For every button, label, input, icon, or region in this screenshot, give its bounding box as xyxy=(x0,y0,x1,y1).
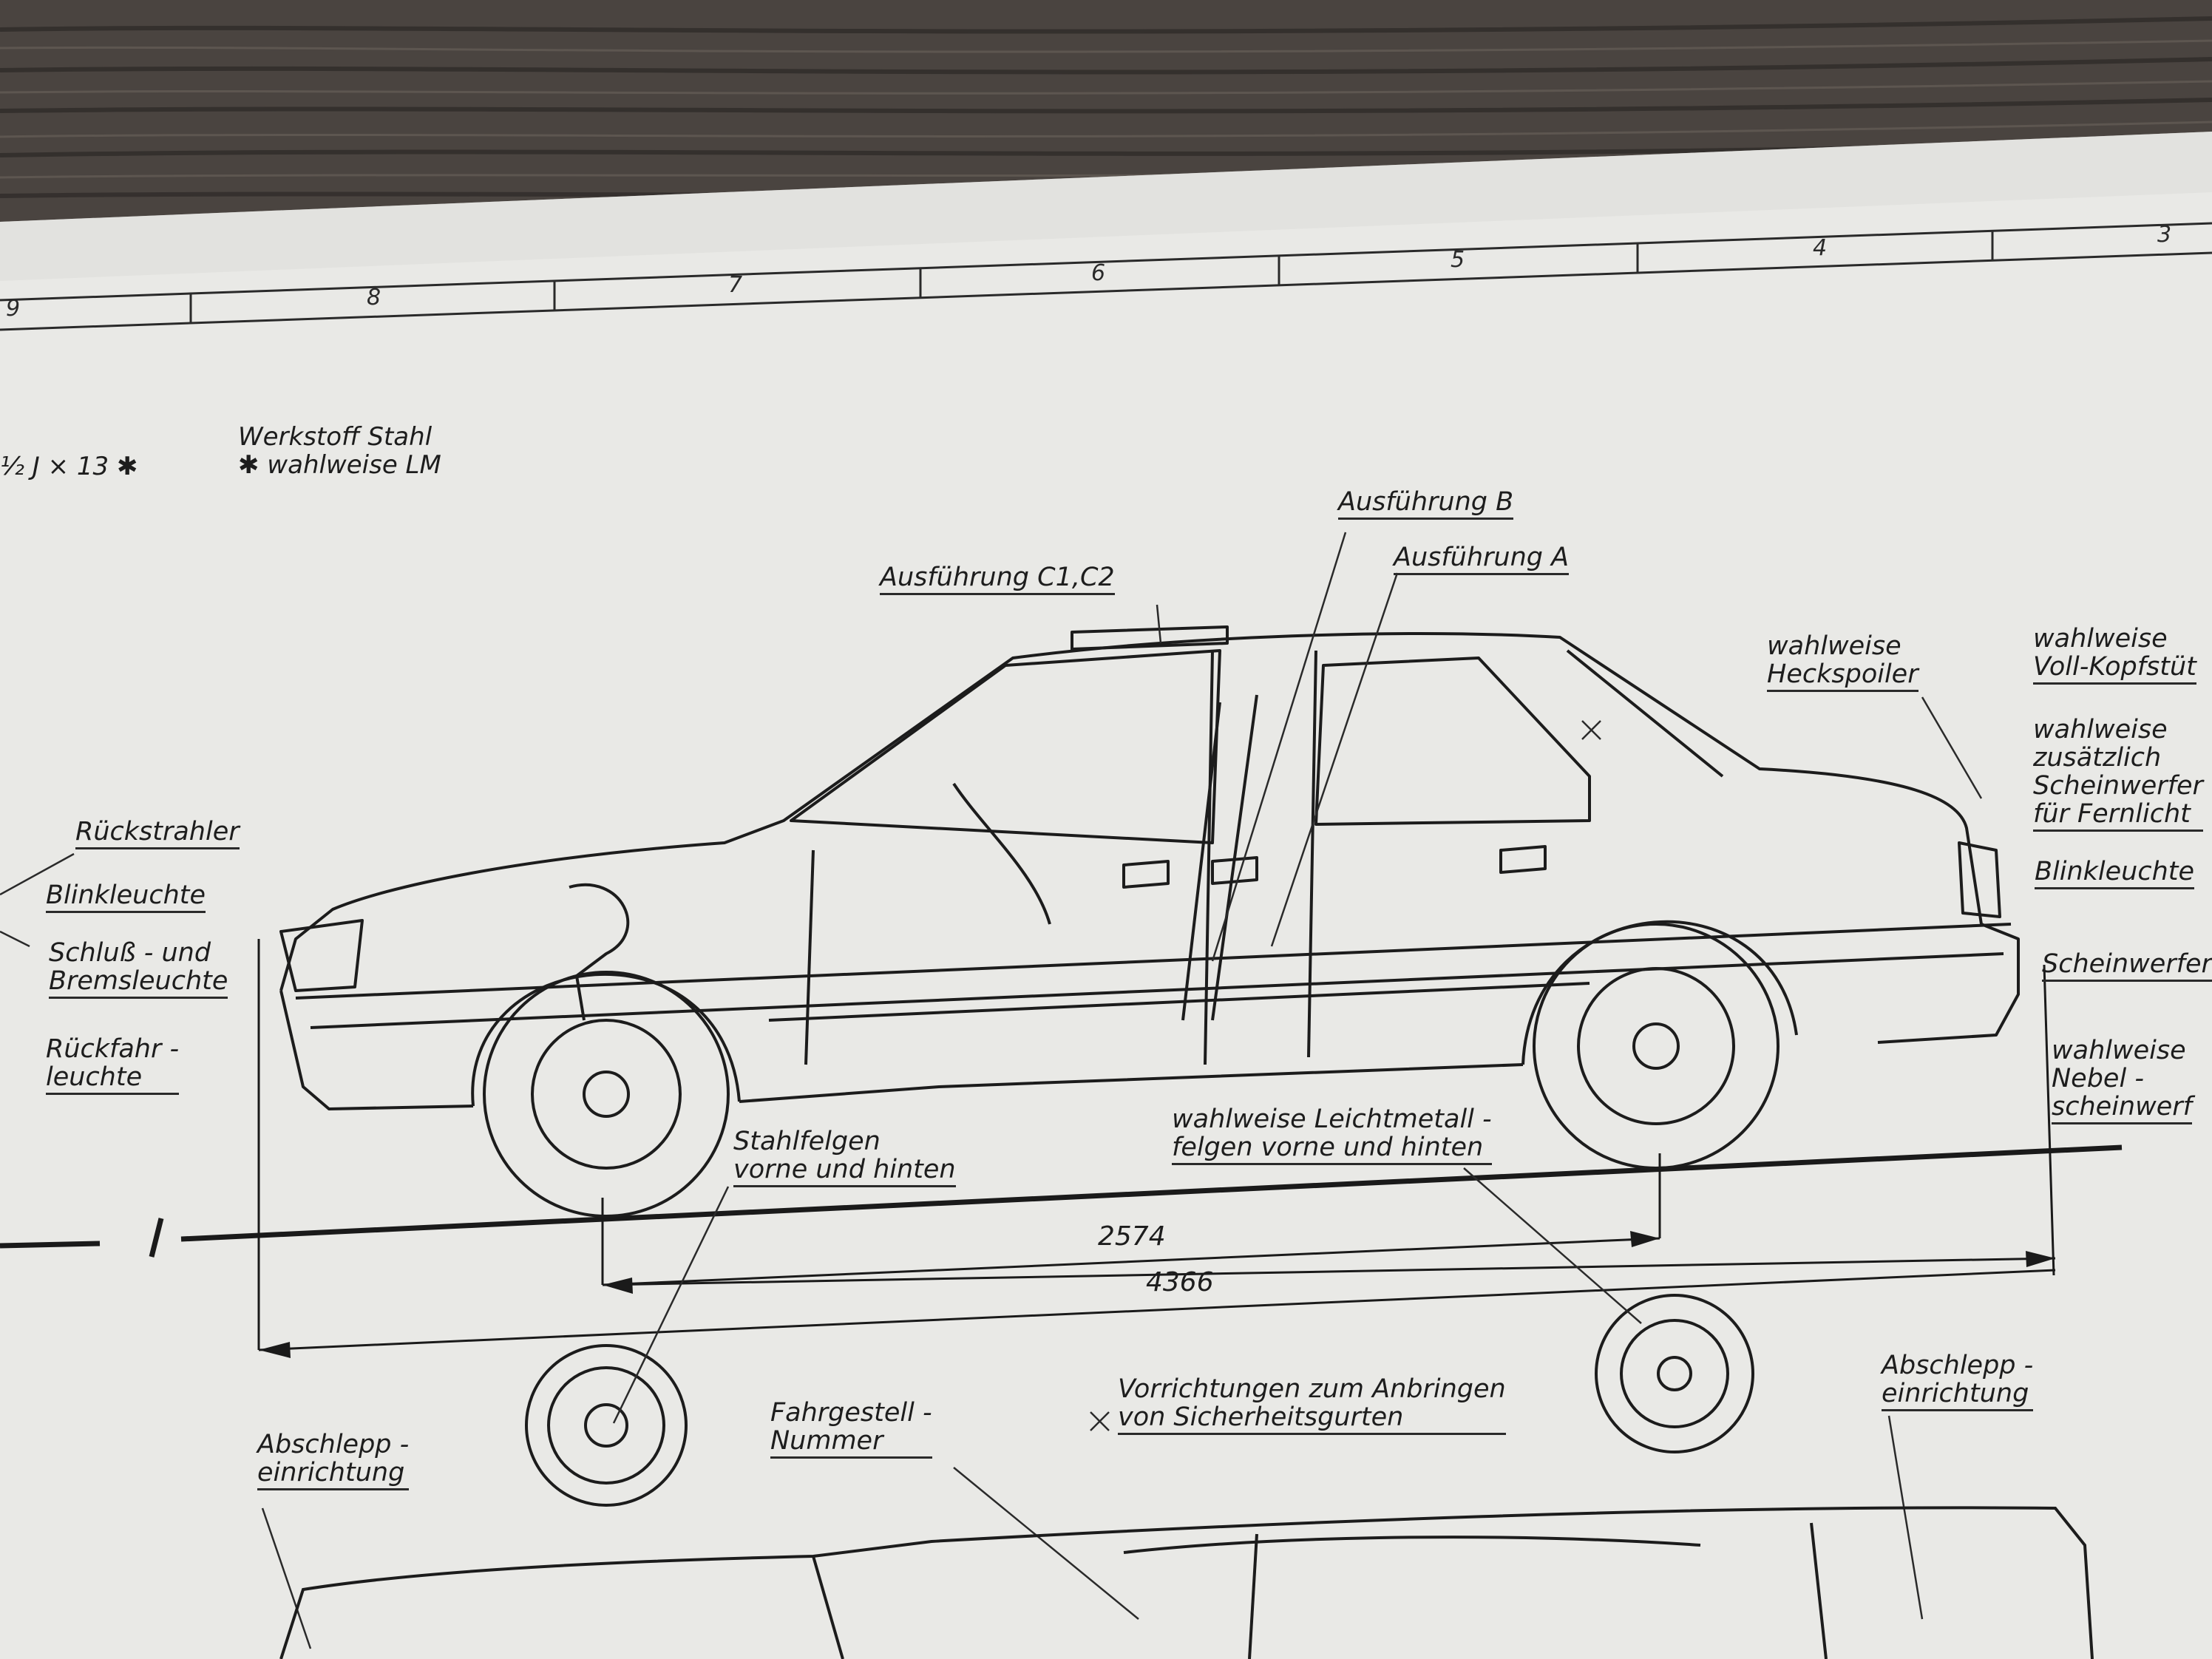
label-line: Bremsleuchte xyxy=(49,966,228,996)
label-spoiler: wahlweise Heckspoiler xyxy=(1767,632,1918,692)
label-steel-rims: Stahlfelgen vorne und hinten xyxy=(733,1127,956,1187)
label-line: wahlweise Leichtmetall - xyxy=(1172,1105,1492,1134)
label-line: einrichtung xyxy=(257,1458,405,1487)
label-line: wahlweise xyxy=(2033,624,2168,654)
car-side-view xyxy=(279,625,2020,1110)
label-line: zusätzlich xyxy=(2033,743,2162,773)
ruler-number: 5 xyxy=(1451,247,1465,273)
label-reverse: Rückfahr - leuchte xyxy=(46,1034,180,1095)
label-variant-b: Ausführung B xyxy=(1338,488,1514,520)
label-line: Abschlepp - xyxy=(1882,1351,2034,1380)
label-line: Nebel - xyxy=(2052,1064,2144,1093)
label-line: vorne und hinten xyxy=(733,1155,956,1184)
material-note: Werkstoff Stahl ✱ wahlweise LM xyxy=(238,423,441,479)
ground-line xyxy=(0,1144,2123,1258)
label-chassis-number: Fahrgestell - Nummer xyxy=(770,1399,932,1459)
label-tail-brake: Schluß - und Bremsleuchte xyxy=(49,939,228,999)
seatbelt-marks xyxy=(1090,720,1601,1431)
label-line: Heckspoiler xyxy=(1767,659,1918,689)
ruler-number: 9 xyxy=(6,296,21,322)
label-line: Scheinwerfer xyxy=(2033,771,2203,801)
ruler-number: 6 xyxy=(1091,260,1106,286)
label-alloy-rims: wahlweise Leichtmetall - felgen vorne un… xyxy=(1172,1105,1492,1165)
label-line: wahlweise xyxy=(1767,631,1901,661)
label-tow-left: Abschlepp - einrichtung xyxy=(257,1430,410,1490)
material-line: ✱ wahlweise LM xyxy=(238,450,441,480)
label-tow-right: Abschlepp - einrichtung xyxy=(1882,1351,2034,1411)
label-line: Fahrgestell - xyxy=(770,1398,932,1428)
label-extra-lights: wahlweise zusätzlich Scheinwerfer für Fe… xyxy=(2033,716,2203,832)
ruler-number: 4 xyxy=(1813,235,1828,261)
dimension-lines xyxy=(257,939,2056,1351)
label-line: Schluß - und xyxy=(49,938,211,968)
label-indicator-right: Blinkleuchte xyxy=(2035,858,2195,889)
leader-lines xyxy=(0,532,1983,1649)
ruler-number: 8 xyxy=(367,285,381,311)
label-line: Stahlfelgen xyxy=(733,1127,881,1156)
label-variant-c: Ausführung C1,C2 xyxy=(880,563,1115,595)
label-seatbelt-mounts: Vorrichtungen zum Anbringen von Sicherhe… xyxy=(1118,1375,1506,1435)
dimension-length: 4366 xyxy=(1146,1267,1214,1297)
label-line: Voll-Kopfstüt xyxy=(2033,652,2196,682)
label-line: scheinwerf xyxy=(2052,1092,2192,1122)
label-line: Vorrichtungen zum Anbringen xyxy=(1118,1374,1506,1404)
label-fog-lights: wahlweise Nebel - scheinwerf xyxy=(2052,1037,2192,1124)
label-line: für Fernlicht xyxy=(2033,799,2191,829)
wheel-detail-drawings xyxy=(525,1294,1754,1507)
rim-spec: ½ J × 13 ✱ xyxy=(0,452,138,481)
label-line: wahlweise xyxy=(2033,715,2168,744)
ruler-number: 7 xyxy=(728,272,743,298)
label-line: Rückfahr - xyxy=(46,1034,180,1064)
dimension-wheelbase: 2574 xyxy=(1098,1221,1166,1252)
ruler-number: 3 xyxy=(2157,222,2172,248)
label-variant-a: Ausführung A xyxy=(1394,543,1570,575)
car-plan-view xyxy=(279,1506,2094,1659)
label-line: felgen vorne und hinten xyxy=(1172,1133,1484,1162)
label-line: von Sicherheitsgurten xyxy=(1118,1402,1404,1432)
material-line: Werkstoff Stahl xyxy=(238,422,432,452)
label-indicator-left: Blinkleuchte xyxy=(46,881,206,913)
label-headlight: Scheinwerfer xyxy=(2042,950,2212,982)
label-line: Nummer xyxy=(770,1426,883,1456)
label-headrest: wahlweise Voll-Kopfstüt xyxy=(2033,625,2196,685)
car-wheels xyxy=(483,923,1780,1218)
label-line: einrichtung xyxy=(1882,1379,2029,1408)
ruler-frame xyxy=(0,222,2212,331)
label-reflector: Rückstrahler xyxy=(75,818,240,849)
label-line: wahlweise xyxy=(2052,1036,2186,1065)
label-line: Abschlepp - xyxy=(257,1430,410,1459)
label-line: leuchte xyxy=(46,1062,143,1092)
